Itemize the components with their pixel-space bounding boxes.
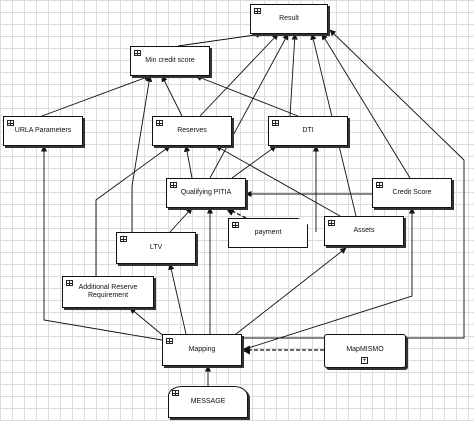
node-label: DTI (302, 126, 314, 134)
edge-dti-to-min-credit (195, 75, 299, 117)
node-label: Additional Reserve Requirement (78, 283, 138, 299)
table-icon (7, 120, 14, 126)
node-label: payment (254, 228, 282, 236)
node-additional-reserve-requirement[interactable]: Additional Reserve Requirement (62, 276, 154, 308)
node-qualifying-pitia[interactable]: Qualifying PITIA (166, 178, 246, 208)
node-label: MapMISMO (346, 346, 384, 353)
node-label: Result (279, 14, 299, 22)
node-label: Qualifying PITIA (180, 188, 232, 196)
plus-box-icon: + (361, 357, 368, 364)
node-label: Reserves (177, 126, 207, 134)
table-icon (166, 338, 173, 344)
node-mapping[interactable]: Mapping (162, 334, 242, 366)
node-credit-score[interactable]: Credit Score (372, 178, 452, 208)
edge-mapping-to-ltv (168, 263, 187, 335)
edge-pitia-to-dti (231, 145, 277, 179)
node-label: Mapping (188, 345, 216, 353)
node-payment[interactable]: payment (228, 218, 308, 248)
edge-assets-to-reserves (215, 145, 341, 217)
node-urla-parameters[interactable]: URLA Parameters (3, 116, 83, 146)
node-label: URLA Parameters (14, 126, 72, 134)
table-icon (156, 120, 163, 126)
edge-mapping-to-add-reserve (129, 307, 167, 339)
edge-pitia-to-result (209, 33, 289, 179)
edge-pitia-to-reserves (183, 145, 193, 179)
table-icon (328, 220, 335, 226)
node-reserves[interactable]: Reserves (152, 116, 232, 146)
node-label: Credit Score (392, 188, 432, 196)
edge-mapping-to-urla (40, 145, 163, 341)
table-icon (272, 120, 279, 126)
table-icon (120, 236, 127, 242)
table-icon (232, 222, 239, 228)
edge-mapping-to-assets (235, 247, 347, 335)
edge-reserves-to-min-credit (161, 75, 183, 117)
edge-urla-to-min-credit (41, 75, 151, 117)
edge-add-reserve-to-reserves (95, 145, 171, 276)
node-assets[interactable]: Assets (324, 216, 404, 246)
node-label: LTV (149, 243, 163, 251)
table-icon (170, 182, 177, 188)
edge-credit-score-to-result (321, 33, 411, 179)
table-icon (254, 8, 261, 14)
node-message[interactable]: MESSAGE (168, 386, 248, 418)
node-mapmismo[interactable]: MapMISMO + (324, 334, 406, 368)
node-min-credit-score[interactable]: Min credit score (130, 46, 210, 76)
edge-mapping-to-credit-score (241, 207, 416, 351)
table-icon (66, 280, 73, 286)
table-icon (172, 390, 179, 396)
edge-reserves-to-result (199, 33, 279, 117)
edge-min-credit-to-result (177, 31, 263, 47)
table-icon (376, 182, 383, 188)
edge-dti-to-result (289, 33, 298, 117)
node-label: MESSAGE (190, 397, 226, 405)
edge-ltv-to-min-credit (131, 75, 153, 232)
edge-ltv-to-pitia (169, 207, 193, 233)
node-label: Assets (353, 226, 375, 234)
node-label: Min credit score (145, 56, 195, 64)
node-result[interactable]: Result (250, 4, 328, 34)
table-icon (134, 50, 141, 56)
node-dti[interactable]: DTI (268, 116, 348, 146)
edge-payment-to-pitia (225, 207, 247, 219)
node-ltv[interactable]: LTV (116, 232, 196, 264)
